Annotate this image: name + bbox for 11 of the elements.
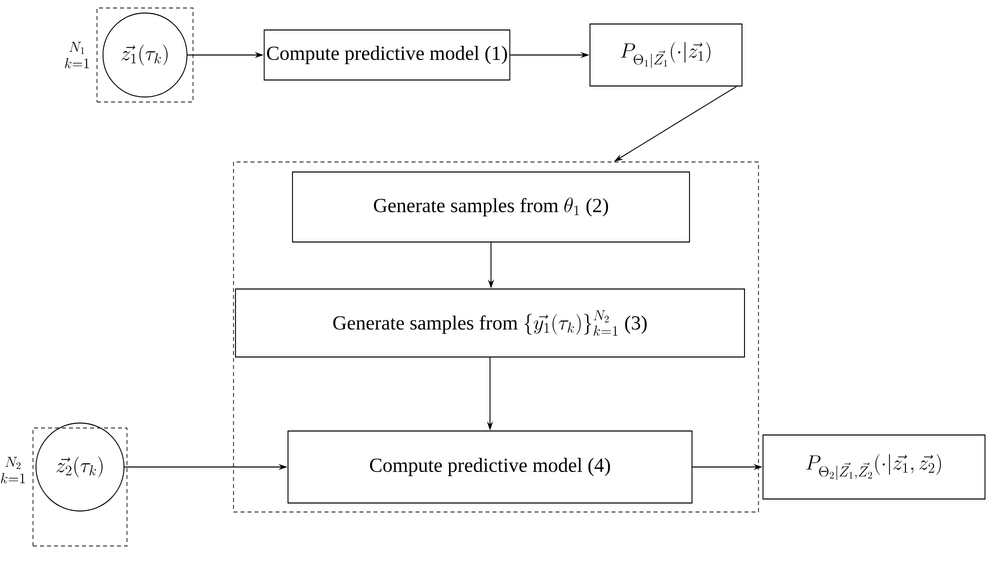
plate-label: $\genfrac{}{}{0pt}{1}{N_1}{k=1}$ (64, 42, 89, 68)
distribution-box: $P_{\Theta_1|\vec{Z_1}}(\cdot|\vec{z_1})$ (590, 24, 742, 86)
process-box: $\text{Compute predictive model (4)}$ (288, 430, 692, 504)
process-box: $\text{Compute predictive model (1)}$ (264, 30, 510, 80)
process-box: $\text{Generate samples from }\theta_1\text{ (2)}$ (292, 172, 690, 242)
group-frame (233, 162, 759, 512)
plate-frame (96, 8, 194, 102)
process-box: $\text{Generate samples from }\{\vec{y_1}(\tau_k)\}_{k=1}^{N_2}\text{ (3)}$ (235, 288, 745, 358)
distribution-box: $P_{\Theta_2|\vec{Z_1},\vec{Z_2}}(\cdot|\vec{z_1},\vec{z_2})$ (762, 434, 986, 500)
plate-label: $\genfrac{}{}{0pt}{1}{N_2}{k=1}$ (0, 456, 25, 484)
plate-frame (32, 428, 128, 546)
